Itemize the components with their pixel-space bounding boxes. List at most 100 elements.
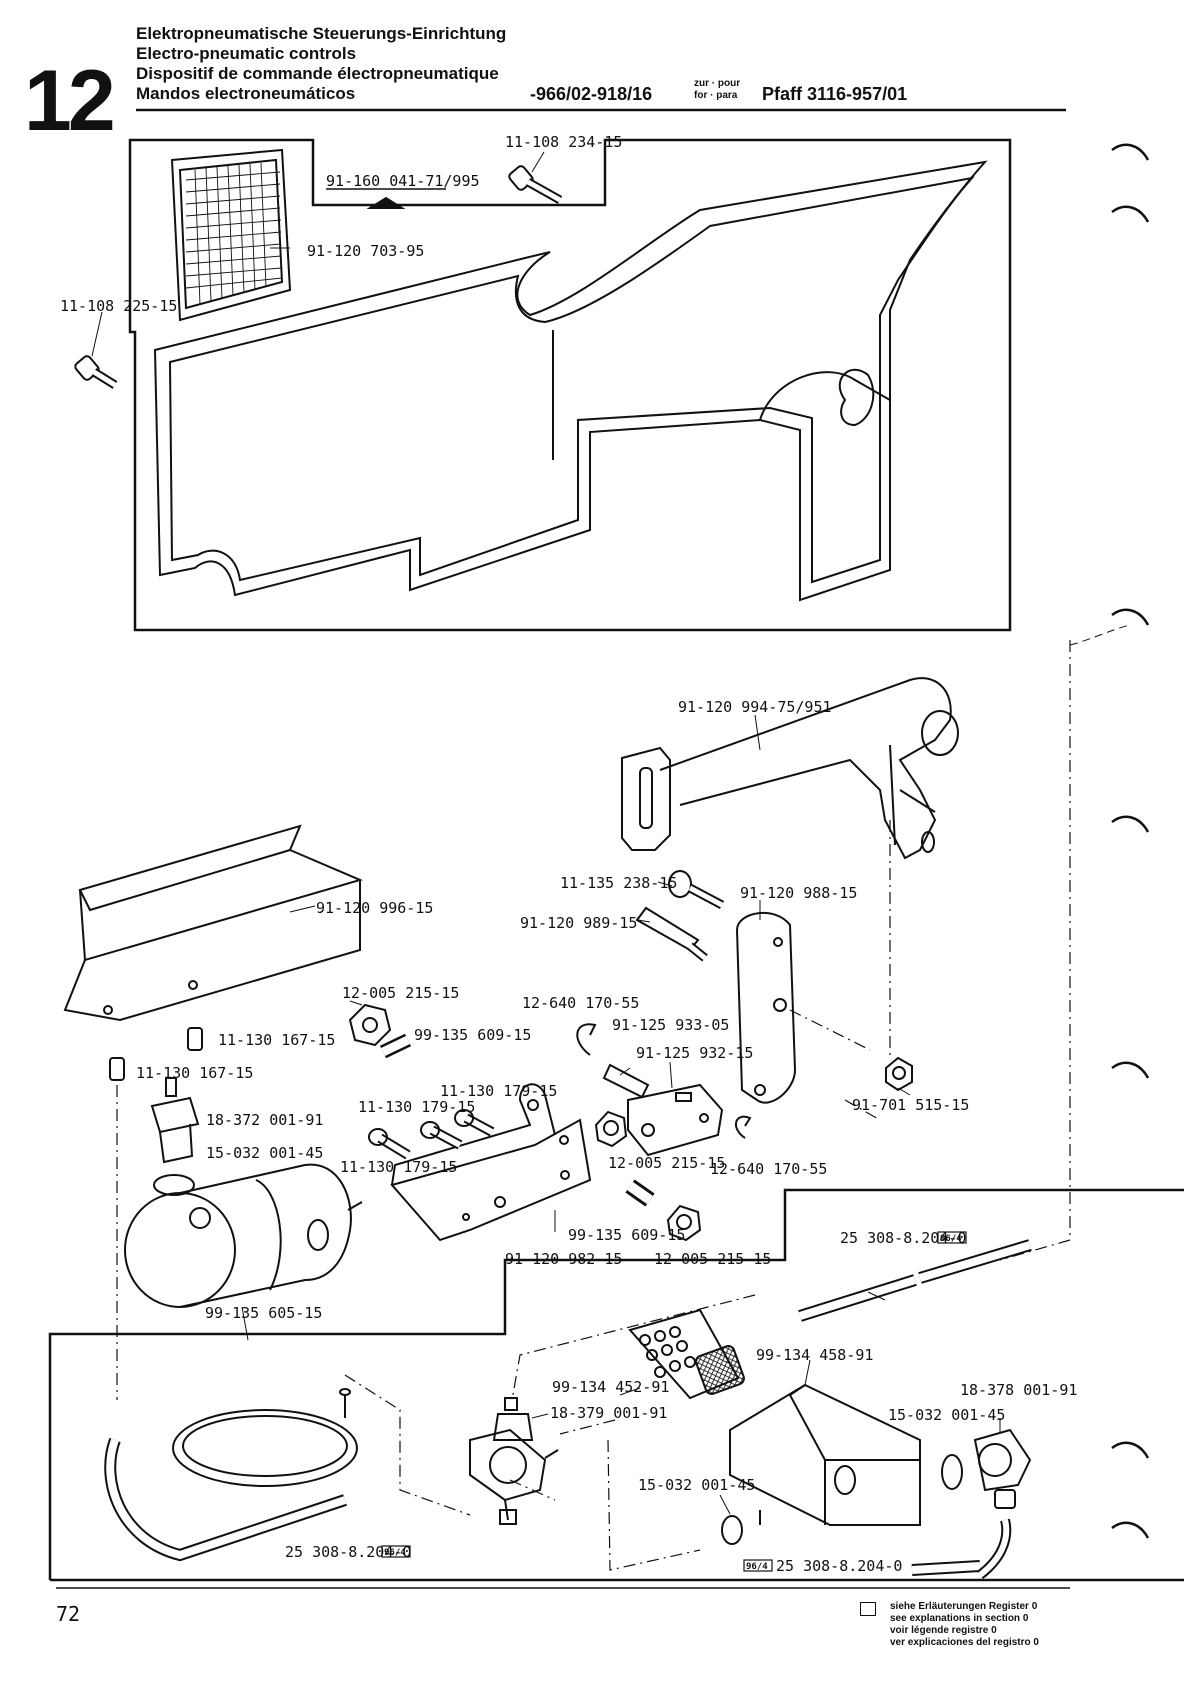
- title-spanish: Mandos electroneumáticos: [136, 84, 356, 103]
- nut-91-701-515-15: [885, 1056, 913, 1092]
- ref-tag-box-3: [743, 1559, 773, 1572]
- ref-tag-box-2: [381, 1545, 411, 1558]
- label-p32: 18-379 001-91: [550, 1404, 667, 1422]
- label-p33: 18-378 001-91: [960, 1381, 1077, 1399]
- label-p7: 11-135 238-15: [560, 874, 677, 892]
- model-range: -966/02-918/16: [530, 84, 653, 104]
- ring-15-032-001-45: [153, 1174, 195, 1196]
- label-p27: 12-005 215-15: [654, 1250, 771, 1268]
- label-p23: 12-005 215-15: [608, 1154, 725, 1172]
- nut-12-005-215-15-c: [666, 1204, 702, 1242]
- screw-99-135-609-15-a: [379, 1033, 412, 1059]
- page-number: 72: [56, 1602, 81, 1626]
- lower-frame: [48, 1188, 1184, 1580]
- bracket-91-120-982-15: [390, 1083, 592, 1242]
- label-p31: 99-134 452-91: [552, 1378, 669, 1396]
- title-german: Elektropneumatische Steuerungs-Einrichtu…: [136, 24, 507, 43]
- label-p36: 25 308-8.204-0: [285, 1543, 411, 1561]
- label-p25: 99-135 609-15: [568, 1226, 685, 1244]
- ref-tag-box-1: [937, 1231, 967, 1244]
- title-french: Dispositif de commande électropneumatiqu…: [136, 64, 499, 83]
- screw-11-130-179-15-c: [368, 1128, 411, 1160]
- label-p22: 11-130 179-15: [340, 1158, 457, 1176]
- legend-german: siehe Erläuterungen Register 0: [890, 1601, 1038, 1612]
- tube-segment-b: [918, 1239, 1032, 1284]
- label-p21: 15-032 001-45: [206, 1144, 323, 1162]
- screw-11-108-234-15: [508, 165, 563, 204]
- block-91-125-932-15: [627, 1083, 724, 1157]
- nut-12-005-215-15-a: [348, 1003, 392, 1047]
- pressure-switch-18-372-001-91: [150, 1077, 200, 1164]
- label-p24: 12-640 170-55: [710, 1160, 827, 1178]
- position-arrow: [366, 196, 406, 209]
- label-p3: 91-120 703-95: [307, 242, 424, 260]
- tube-segment-a: [798, 1274, 917, 1322]
- section-number: 12: [24, 53, 116, 149]
- grid-plate: [170, 148, 292, 322]
- tube-segment-c: [911, 1560, 981, 1576]
- cylinder-99-135-605-15: [124, 1163, 363, 1308]
- ref-tag-2: 96/4: [384, 1548, 406, 1558]
- screw-11-130-167-15-a: [187, 1027, 203, 1051]
- coiled-tube: [104, 1388, 358, 1562]
- screw-11-108-225-15: [74, 355, 118, 389]
- title-english: Electro-pneumatic controls: [136, 44, 357, 63]
- nut-12-005-215-15-b: [594, 1110, 628, 1148]
- label-p11: 12-640 170-55: [522, 994, 639, 1012]
- label-p12: 91-125 933-05: [612, 1016, 729, 1034]
- label-p20: 18-372 001-91: [206, 1111, 323, 1129]
- pin-91-125-933-05: [602, 1063, 650, 1099]
- plate-91-120-988-15: [735, 911, 797, 1104]
- clip-12-640-170-55-b: [735, 1115, 752, 1139]
- label-p1: 11-108 234-15: [505, 133, 622, 151]
- label-p10: 12-005 215-15: [342, 984, 459, 1002]
- silencer-99-134-452-91: [628, 1308, 745, 1400]
- legend-english: see explanations in section 0: [890, 1613, 1029, 1624]
- legend-box-icon: [860, 1602, 876, 1616]
- machine-model: Pfaff 3116-957/01: [762, 84, 908, 104]
- cover-plate: [153, 160, 988, 602]
- for-label-bottom: for · para: [694, 90, 738, 101]
- ref-tag-1: 96/4: [940, 1234, 962, 1244]
- label-p26: 91-120 982-15: [505, 1250, 622, 1268]
- label-p34: 15-032 001-45: [888, 1406, 1005, 1424]
- label-p6: 91-120 996-15: [316, 899, 433, 917]
- label-p28: 25 308-8.204-0: [840, 1229, 966, 1247]
- label-p35: 15-032 001-45: [638, 1476, 755, 1494]
- legend-text: siehe Erläuterungen Register 0 see expla…: [890, 1601, 1039, 1649]
- label-p8: 91-120 988-15: [740, 884, 857, 902]
- ring-15-032-001-45-b: [941, 1454, 963, 1490]
- label-p15: 11-130 167-15: [218, 1031, 335, 1049]
- label-p13: 99-135 609-15: [414, 1026, 531, 1044]
- label-p14: 91-125 932-15: [636, 1044, 753, 1062]
- label-p29: 99-135 605-15: [205, 1304, 322, 1322]
- angle-plate: [63, 824, 363, 1022]
- screw-99-135-609-15-b: [625, 1179, 655, 1207]
- label-p19: 91-701 515-15: [852, 1096, 969, 1114]
- fitting-18-379-001-91: [469, 1397, 559, 1525]
- for-label-top: zur · pour: [694, 78, 741, 89]
- screw-11-130-179-15-b: [454, 1109, 495, 1137]
- label-p4: 11-108 225-15: [60, 297, 177, 315]
- label-p9: 91-120 989-15: [520, 914, 637, 932]
- label-p5: 91-120 994-75/951: [678, 698, 832, 716]
- top-panel-frame: [128, 138, 1012, 632]
- label-p30: 99-134 458-91: [756, 1346, 873, 1364]
- ref-tag-3: 96/4: [746, 1562, 768, 1572]
- clip-12-640-170-55-a: [576, 1023, 597, 1056]
- screw-11-135-238-15: [668, 870, 725, 909]
- ring-15-032-001-45-c: [721, 1515, 743, 1545]
- pin-91-120-989-15: [635, 906, 708, 962]
- label-p17: 11-130 179-15: [440, 1082, 557, 1100]
- lever-bracket: [621, 677, 959, 860]
- legend-spanish: ver explicaciones del registro 0: [890, 1637, 1039, 1648]
- screw-11-130-167-15-b: [109, 1057, 125, 1081]
- right-edge-tabs: [1111, 143, 1150, 1539]
- label-p2: 91-160 041-71/995: [326, 172, 480, 190]
- screw-11-130-179-15-a: [420, 1121, 463, 1150]
- label-p37: 25 308-8.204-0: [776, 1557, 902, 1575]
- fitting-18-378-001-91: [973, 1428, 1032, 1509]
- legend-french: voir légende registre 0: [890, 1625, 997, 1636]
- label-p16: 11-130 167-15: [136, 1064, 253, 1082]
